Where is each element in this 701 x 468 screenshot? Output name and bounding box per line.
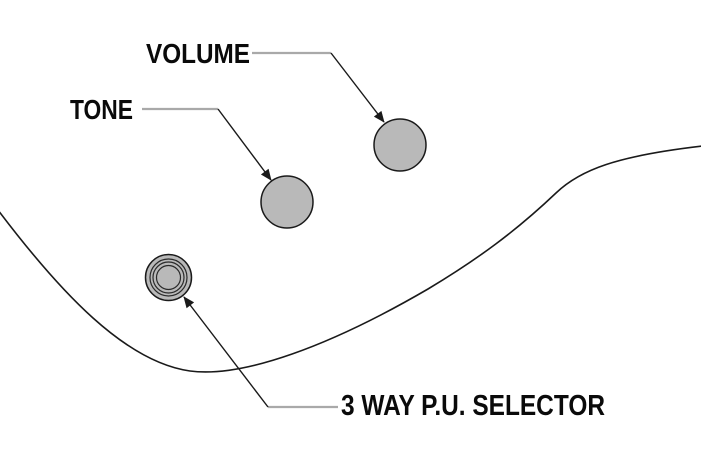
selector-outer-circle [144,253,193,302]
selector-ring-1 [149,258,188,297]
selector-arrow-line [183,296,269,408]
selector-label: 3 WAY P.U. SELECTOR [341,390,605,422]
tone-callout [142,107,272,181]
volume-callout [252,51,385,123]
tone-knob [260,175,314,229]
volume-label: VOLUME [146,38,250,69]
selector-callout [183,296,338,409]
volume-knob [373,118,427,172]
selector-ring-2 [152,261,185,294]
guitar-body-outline [0,145,701,373]
pickup-selector-switch [144,253,193,302]
selector-ring-3 [155,264,182,291]
tone-arrow-line [217,108,272,181]
tone-label: TONE [70,94,133,125]
volume-arrow-line [330,52,385,123]
